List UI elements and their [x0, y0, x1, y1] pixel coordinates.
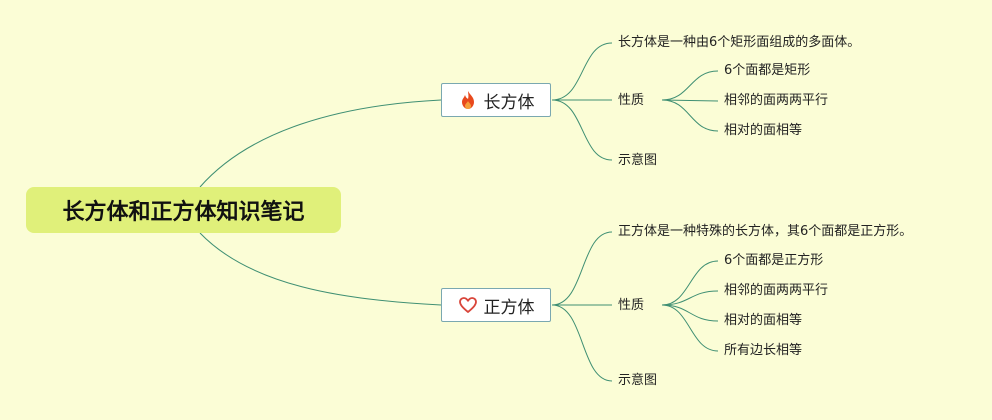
cube-property-2[interactable]: 相邻的面两两平行: [724, 283, 829, 298]
connector-root-to-cube: [199, 232, 442, 306]
connector-cuboid-prop-1: [661, 70, 719, 101]
connector-cube-prop-2: [661, 290, 719, 306]
connector-cube-definition: [551, 231, 613, 306]
branch-cube[interactable]: 正方体: [441, 288, 551, 322]
cuboid-property-2[interactable]: 相邻的面两两平行: [724, 93, 829, 108]
cube-property-3[interactable]: 相对的面相等: [724, 313, 803, 328]
cube-diagram-label[interactable]: 示意图: [618, 373, 658, 388]
heart-icon: [458, 295, 478, 315]
connector-root-to-cuboid: [199, 99, 442, 188]
cube-property-4[interactable]: 所有边长相等: [724, 343, 803, 358]
connector-cuboid-definition: [551, 42, 613, 101]
cube-definition[interactable]: 正方体是一种特殊的长方体，其6个面都是正方形。: [618, 224, 913, 239]
cuboid-definition[interactable]: 长方体是一种由6个矩形面组成的多面体。: [618, 35, 861, 50]
cuboid-property-1[interactable]: 6个面都是矩形: [724, 63, 811, 78]
branch-cube-label: 正方体: [483, 297, 535, 318]
connector-cube-prop-3: [661, 304, 719, 322]
cuboid-diagram-label[interactable]: 示意图: [618, 153, 658, 168]
connector-cube-diagram: [551, 304, 613, 382]
cuboid-property-3[interactable]: 相对的面相等: [724, 123, 803, 138]
root-node[interactable]: 长方体和正方体知识笔记: [26, 187, 341, 233]
fire-icon: [458, 90, 478, 110]
connector-cube-prop-4: [661, 304, 719, 352]
cuboid-properties-label[interactable]: 性质: [618, 93, 645, 108]
cube-property-1[interactable]: 6个面都是正方形: [724, 253, 824, 268]
branch-cuboid[interactable]: 长方体: [441, 83, 551, 117]
cube-properties-label[interactable]: 性质: [618, 298, 645, 313]
root-title: 长方体和正方体知识笔记: [62, 200, 305, 225]
connector-cube-prop-1: [661, 260, 719, 306]
branch-cuboid-label: 长方体: [483, 92, 535, 113]
connector-cuboid-prop-2: [661, 99, 719, 102]
connector-cuboid-prop-3: [661, 99, 719, 132]
connector-cuboid-diagram: [551, 99, 613, 161]
